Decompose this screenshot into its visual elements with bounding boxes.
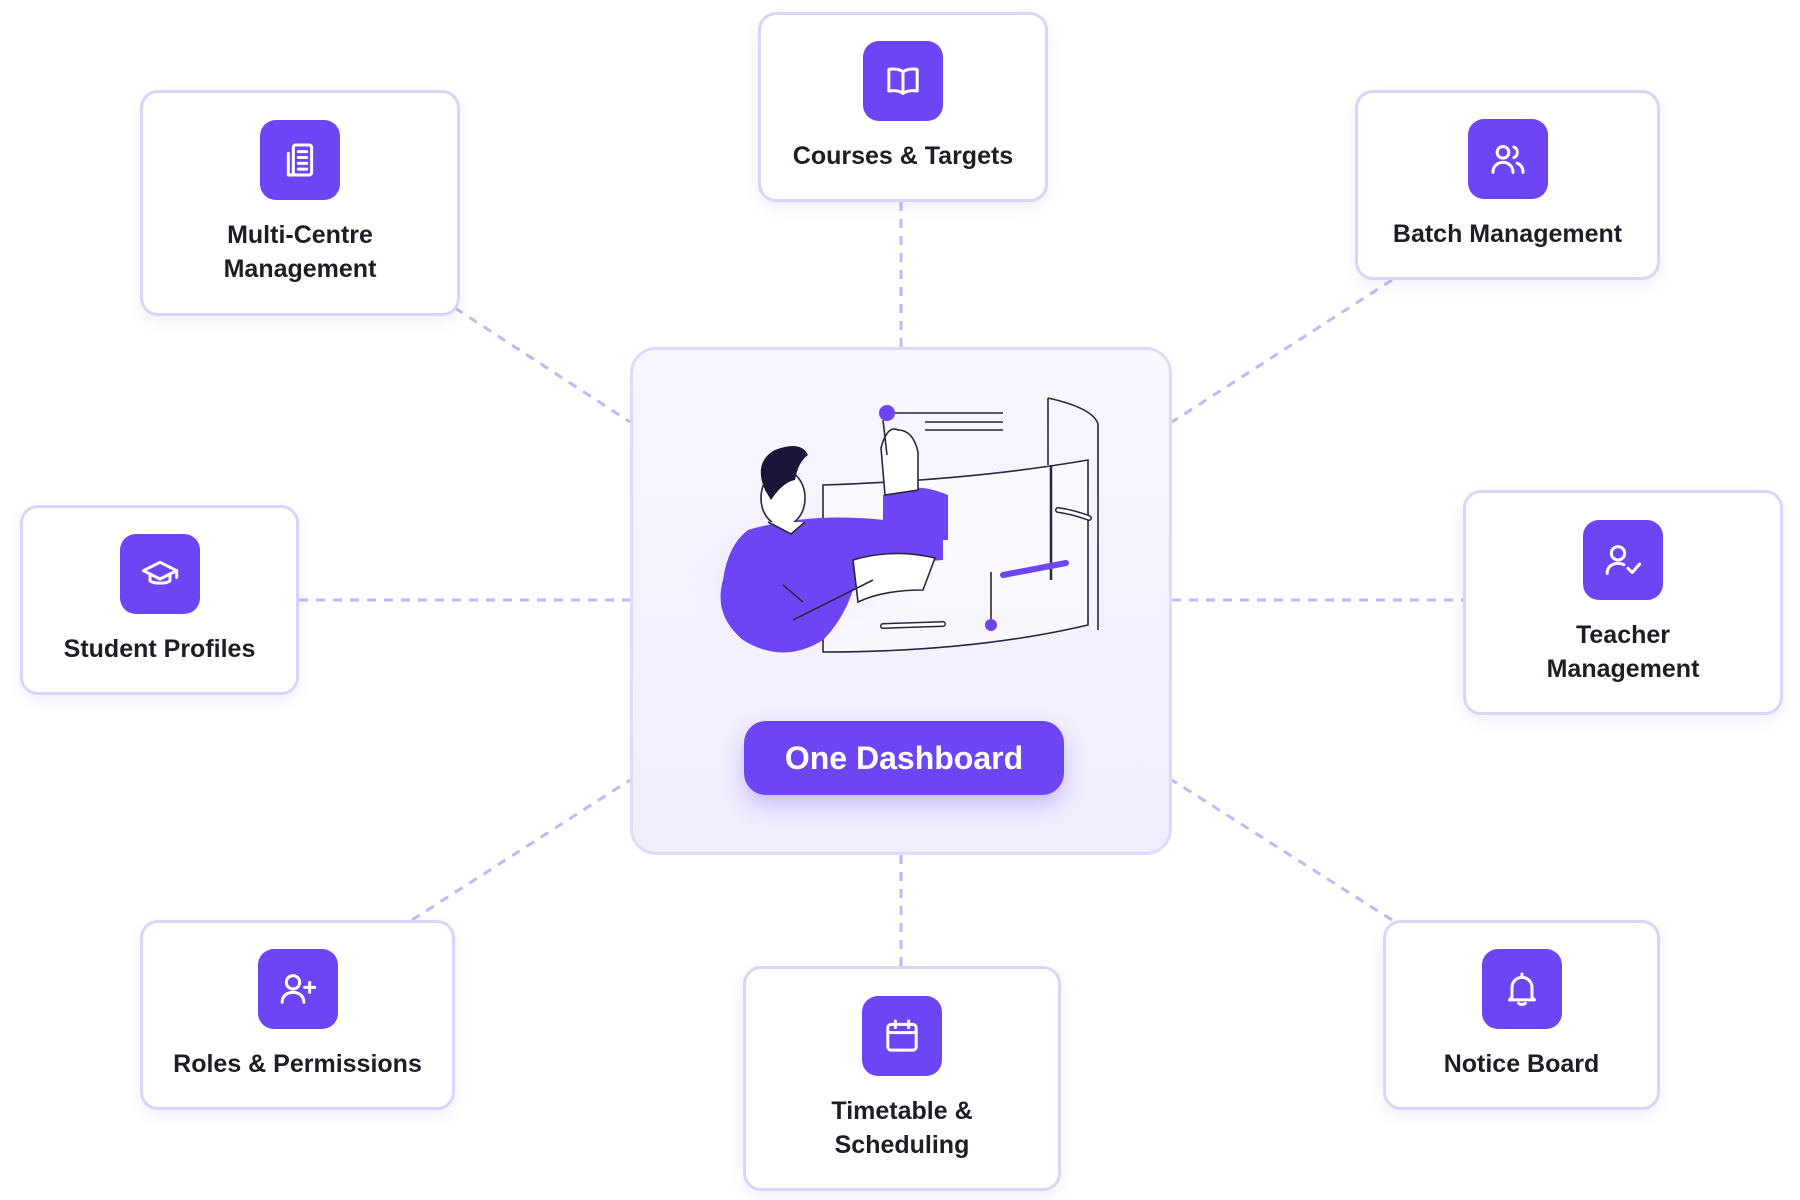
feature-label-courses: Courses & Targets (792, 142, 1014, 170)
feature-card-batch[interactable]: Batch Management (1355, 90, 1660, 280)
dashboard-illustration (673, 397, 1099, 660)
feature-card-roles[interactable]: Roles & Permissions (140, 920, 455, 1110)
feature-label-student: Student Profiles (63, 635, 256, 663)
feature-card-timetable[interactable]: Timetable &Scheduling (743, 966, 1061, 1191)
user-plus-icon (257, 949, 338, 1029)
feature-card-notice[interactable]: Notice Board (1383, 920, 1660, 1110)
connector-roles (411, 778, 631, 922)
bell-icon (1481, 949, 1562, 1029)
users-icon (1467, 119, 1548, 199)
feature-label-notice: Notice Board (1443, 1050, 1600, 1078)
book-open-icon (863, 41, 943, 121)
feature-label-roles: Roles & Permissions (173, 1050, 422, 1078)
connector-batch (1171, 278, 1393, 424)
feature-label-batch: Batch Management (1392, 220, 1623, 248)
connector-notice (1171, 778, 1393, 922)
feature-card-student[interactable]: Student Profiles (20, 505, 299, 695)
graduation-cap-icon (119, 534, 200, 614)
building-icon (260, 120, 340, 200)
connector-multi-centre (454, 306, 631, 424)
calendar-icon (862, 995, 942, 1076)
feature-card-courses[interactable]: Courses & Targets (758, 12, 1048, 202)
one-dashboard-label[interactable]: One Dashboard (744, 721, 1064, 795)
user-check-icon (1583, 519, 1663, 600)
one-dashboard-hub: One Dashboard (630, 347, 1172, 855)
feature-label-timetable: Timetable &Scheduling (831, 1096, 973, 1159)
